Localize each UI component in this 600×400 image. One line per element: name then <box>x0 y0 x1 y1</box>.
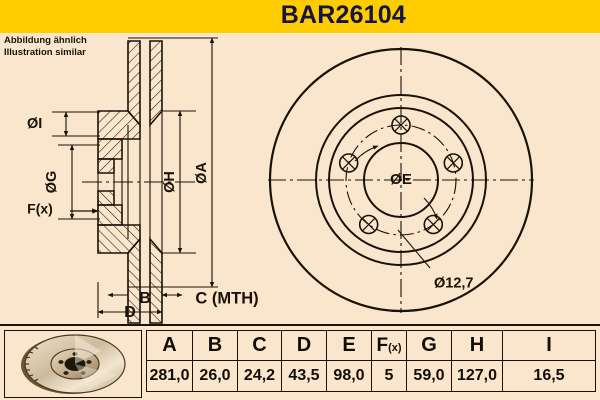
table-header-fx: F(x) <box>371 330 407 361</box>
dimension-label-Fx: F(x) <box>27 201 53 217</box>
table-header-g: G <box>406 330 452 361</box>
hole-leader-line <box>397 229 431 269</box>
table-value-h: 127,0 <box>451 360 503 392</box>
illustration-note-en: Illustration similar <box>4 46 86 58</box>
header-band <box>0 0 600 33</box>
table-value-b: 26,0 <box>192 360 238 392</box>
table-header-e: E <box>326 330 372 361</box>
table-header-h: H <box>451 330 503 361</box>
dimension-label-C: C (MTH) <box>195 289 258 307</box>
bolt-hole <box>423 214 444 235</box>
product-thumbnail <box>4 330 142 398</box>
illustration-note: Abbildung ähnlich Illustration similar <box>4 35 87 58</box>
dimension-label-I: ØI <box>27 116 42 132</box>
section-lower-bore-step <box>97 190 115 206</box>
table-value-row: 281,0 26,0 24,2 43,5 98,0 5 59,0 127,0 1… <box>146 360 596 392</box>
technical-drawing-area: ØI ØG F(x) ØH <box>0 33 600 324</box>
section-lower-hat <box>97 204 141 254</box>
front-circle-outer <box>268 47 534 313</box>
table-header-row: A B C D E F(x) G H I <box>146 330 596 361</box>
table-header-c: C <box>237 330 282 361</box>
specification-table: A B C D E F(x) G H I 281,0 26,0 24,2 43,… <box>146 330 596 392</box>
spec-table-zone: A B C D E F(x) G H I 281,0 26,0 24,2 43,… <box>0 326 600 400</box>
bolt-hole <box>391 115 411 135</box>
table-value-i: 16,5 <box>502 360 596 392</box>
dimension-label-B: B <box>139 290 151 307</box>
dimension-G <box>58 144 100 220</box>
section-upper-hat <box>97 110 141 160</box>
table-value-c: 24,2 <box>237 360 282 392</box>
table-header-fx-sub: (x) <box>388 342 402 354</box>
section-upper-bore-step <box>97 158 115 174</box>
table-value-g: 59,0 <box>406 360 452 392</box>
table-header-a: A <box>146 330 193 361</box>
section-divider <box>0 324 600 326</box>
illustration-note-de: Abbildung ähnlich <box>4 35 87 46</box>
front-circle-2 <box>315 94 487 266</box>
bolt-hole <box>338 153 359 173</box>
bolt-hole <box>358 214 379 235</box>
section-upper-outer-ring <box>127 40 163 128</box>
front-circle-bore <box>363 142 439 218</box>
table-value-fx: 5 <box>371 360 407 392</box>
front-circle-3 <box>328 107 474 253</box>
table-header-i: I <box>502 330 596 361</box>
table-header-fx-main: F <box>376 335 389 356</box>
dimension-H <box>162 110 196 254</box>
table-value-a: 281,0 <box>146 360 193 392</box>
dimension-label-G: ØG <box>44 171 60 194</box>
table-value-e: 98,0 <box>326 360 372 392</box>
dimension-label-H: ØH <box>162 171 178 193</box>
dimension-D <box>97 282 163 318</box>
page-title: BAR26104 <box>280 1 406 29</box>
front-view-hole-label: Ø12,7 <box>434 276 474 292</box>
front-view-group <box>268 47 534 313</box>
dimension-A <box>128 37 218 288</box>
dimension-label-D: D <box>124 304 136 321</box>
dimension-I <box>52 111 100 137</box>
front-view-center-label: ØE <box>390 171 412 188</box>
table-header-d: D <box>281 330 327 361</box>
bolt-hole <box>443 153 464 173</box>
dimension-label-A: ØA <box>194 162 210 184</box>
brake-disc-thumbnail-svg <box>21 334 126 394</box>
technical-drawing-svg: ØI ØG F(x) ØH <box>27 37 534 324</box>
table-value-d: 43,5 <box>281 360 327 392</box>
table-header-b: B <box>192 330 238 361</box>
